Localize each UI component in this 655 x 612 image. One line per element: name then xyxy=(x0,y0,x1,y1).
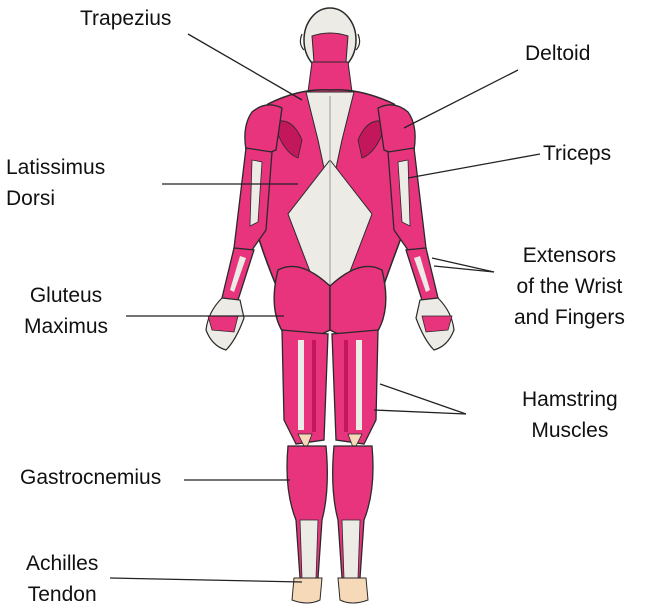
leader-achilles xyxy=(110,578,302,582)
right-arm xyxy=(388,148,454,350)
leader-hamstring-1 xyxy=(380,384,466,414)
leader-triceps xyxy=(408,154,540,178)
label-achilles-tendon: Achilles Tendon xyxy=(26,548,98,610)
leader-hamstring-2 xyxy=(374,410,466,414)
label-triceps: Triceps xyxy=(543,138,611,169)
label-trapezius: Trapezius xyxy=(80,3,171,34)
legs xyxy=(282,330,378,603)
leader-trapezius xyxy=(188,34,302,100)
label-latissimus-dorsi: Latissimus Dorsi xyxy=(6,152,105,214)
leader-extensors-1 xyxy=(432,258,494,272)
label-hamstring-muscles: Hamstring Muscles xyxy=(522,384,618,446)
label-deltoid: Deltoid xyxy=(525,38,590,69)
leader-extensors-2 xyxy=(434,266,494,272)
label-extensors: Extensors of the Wrist and Fingers xyxy=(514,240,625,333)
leader-deltoid xyxy=(404,70,518,128)
label-gastrocnemius: Gastrocnemius xyxy=(20,462,161,493)
neck xyxy=(308,62,352,92)
label-gluteus-maximus: Gluteus Maximus xyxy=(24,280,108,342)
